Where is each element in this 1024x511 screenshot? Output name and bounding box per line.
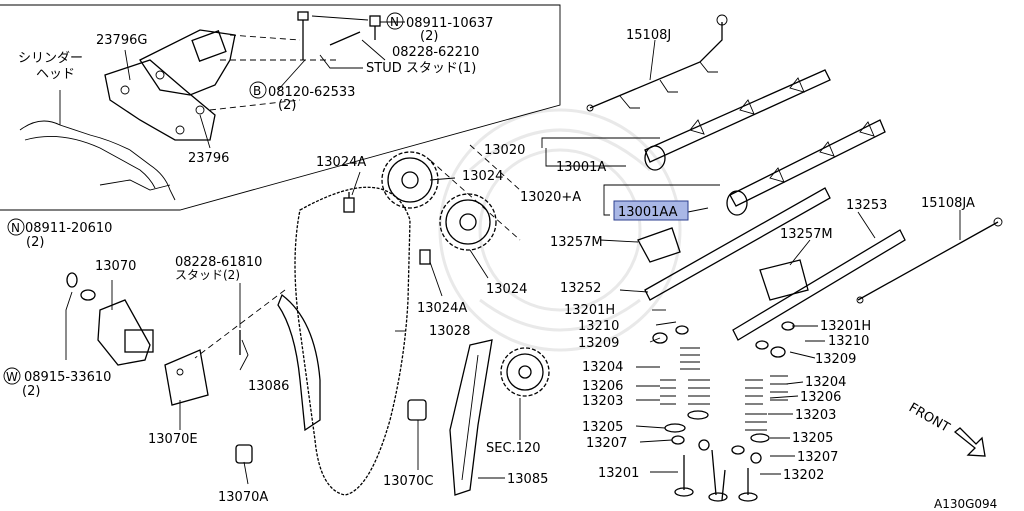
label-13203-right: 13203 xyxy=(795,408,836,423)
bolts-13024A xyxy=(343,192,431,265)
oil-pipe-15108JA xyxy=(856,217,1003,304)
chain-guide-13086 xyxy=(277,293,321,432)
label-13201H-right: 13201H xyxy=(820,319,871,334)
label-stud-2: スタッド(2) xyxy=(175,268,240,282)
label-13020A: 13020+A xyxy=(520,190,581,205)
label-08120-62533: 08120-62533 xyxy=(268,85,355,100)
label-13209-left: 13209 xyxy=(578,336,619,351)
label-13086: 13086 xyxy=(248,379,289,394)
label-08228-62210: 08228-62210 xyxy=(392,45,479,60)
label-13070A: 13070A xyxy=(218,490,268,505)
plug-13070C xyxy=(407,399,427,421)
label-13028: 13028 xyxy=(429,324,470,339)
label-cylinder-1: シリンダー xyxy=(18,51,83,66)
label-13070C: 13070C xyxy=(383,474,433,489)
sprocket-top xyxy=(381,151,439,209)
rocker-arm-left xyxy=(637,227,681,263)
symbol-n-left: N xyxy=(7,218,25,236)
sprocket-dash-2 xyxy=(469,144,521,191)
label-13024-top: 13024 xyxy=(462,169,503,184)
label-front: FRONT xyxy=(906,400,952,435)
valve-stack-left xyxy=(652,325,728,502)
label-13203-left: 13203 xyxy=(582,394,623,409)
inset-frame xyxy=(0,4,561,211)
highlight-13001AA-box xyxy=(613,200,689,221)
plug-13070A xyxy=(235,444,253,464)
sprocket-crank xyxy=(500,347,550,397)
symbol-n-top-letter: N xyxy=(390,15,399,29)
label-13070E: 13070E xyxy=(148,432,198,447)
label-08915-33610-qty: (2) xyxy=(22,384,40,399)
label-15108J: 15108J xyxy=(626,28,671,43)
label-13207-right: 13207 xyxy=(797,450,838,465)
rocker-arm-right xyxy=(759,259,809,301)
bracket-23796 xyxy=(104,29,340,141)
symbol-w-letter: W xyxy=(6,370,18,384)
label-15108JA: 15108JA xyxy=(921,196,975,211)
label-08911-20610-qty: (2) xyxy=(26,235,44,250)
label-13204-right: 13204 xyxy=(805,375,846,390)
label-sec120: SEC.120 xyxy=(486,441,541,456)
label-13209-right: 13209 xyxy=(815,352,856,367)
label-23796G: 23796G xyxy=(96,33,147,48)
rocker-shaft-13252 xyxy=(644,187,831,301)
leader-lines xyxy=(65,21,961,485)
symbol-w: W xyxy=(3,367,21,385)
label-13001A: 13001A xyxy=(556,160,606,175)
diagram-id: A130G094 xyxy=(934,497,997,511)
label-cylinder-2: ヘッド xyxy=(36,67,75,82)
label-08911-20610: 08911-20610 xyxy=(25,221,112,236)
label-13024A-bottom: 13024A xyxy=(417,301,467,316)
camshafts xyxy=(644,69,886,216)
symbol-n-left-letter: N xyxy=(11,221,20,235)
label-13204-left: 13204 xyxy=(582,360,623,375)
rocker-shaft-13253 xyxy=(732,229,906,341)
cylinder-head-outline xyxy=(19,90,176,201)
label-13085: 13085 xyxy=(507,472,548,487)
label-13257M-right: 13257M xyxy=(780,227,833,242)
label-13202: 13202 xyxy=(783,468,824,483)
guide-dash xyxy=(194,289,286,359)
oil-pipe-15108J xyxy=(586,14,728,112)
label-13253: 13253 xyxy=(846,198,887,213)
label-08915-33610: 08915-33610 xyxy=(24,370,111,385)
label-08911-10637: 08911-10637 xyxy=(406,16,493,31)
label-13257M-left: 13257M xyxy=(550,235,603,250)
symbol-b: B xyxy=(249,81,267,99)
watermark xyxy=(438,108,682,352)
sprocket-dash-1 xyxy=(429,159,521,241)
label-13201H-left: 13201H xyxy=(564,303,615,318)
label-13024A-top: 13024A xyxy=(316,155,366,170)
chain-guide-13085 xyxy=(449,339,493,496)
label-13210-right: 13210 xyxy=(828,334,869,349)
top-bolts xyxy=(297,11,386,61)
label-08228-61810: 08228-61810 xyxy=(175,255,262,270)
label-13201: 13201 xyxy=(598,466,639,481)
symbol-n-top: N xyxy=(386,12,404,30)
label-13020: 13020 xyxy=(484,143,525,158)
symbol-b-letter: B xyxy=(253,84,261,98)
tensioner-13070 xyxy=(66,272,154,366)
label-13210-left: 13210 xyxy=(578,319,619,334)
label-23796: 23796 xyxy=(188,151,229,166)
label-13252: 13252 xyxy=(560,281,601,296)
label-13205-left: 13205 xyxy=(582,420,623,435)
label-13205-right: 13205 xyxy=(792,431,833,446)
sprocket-bottom xyxy=(439,193,497,251)
gasket-13070E xyxy=(164,349,209,406)
label-08911-10637-qty: (2) xyxy=(420,29,438,44)
valve-stack-right xyxy=(721,321,795,502)
label-13207-left: 13207 xyxy=(586,436,627,451)
label-13001AA: 13001AA xyxy=(618,205,678,220)
label-13070: 13070 xyxy=(95,259,136,274)
label-13024-bottom: 13024 xyxy=(486,282,527,297)
label-08120-62533-qty: (2) xyxy=(278,98,296,113)
front-arrow xyxy=(953,427,986,457)
label-13206-right: 13206 xyxy=(800,390,841,405)
label-13206-left: 13206 xyxy=(582,379,623,394)
label-stud-1: STUD スタッド(1) xyxy=(366,61,476,76)
